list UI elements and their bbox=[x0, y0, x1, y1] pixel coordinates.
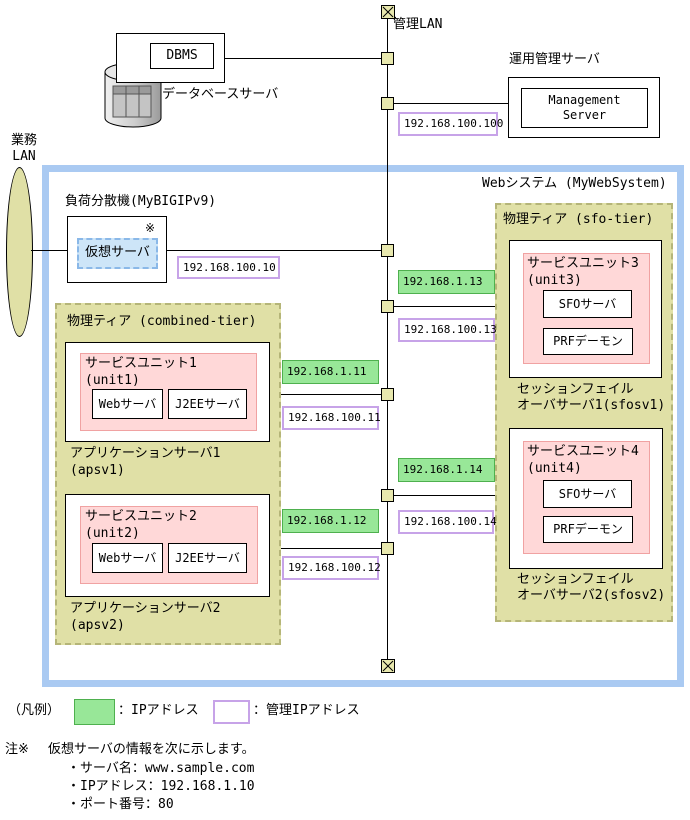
unit4-sfo-server-box: SFOサーバ bbox=[543, 480, 632, 508]
unit2-ip: 192.168.1.12 bbox=[282, 509, 379, 533]
unit3-title: サービスユニット3 bbox=[527, 256, 639, 271]
legend-admin-ip-swatch bbox=[213, 700, 250, 724]
unit3-admin-ip: 192.168.100.13 bbox=[398, 318, 497, 342]
unit3-sfo-server-box: SFOサーバ bbox=[543, 290, 632, 318]
dbms-box: DBMS bbox=[150, 43, 214, 69]
unit4-title: サービスユニット4 bbox=[527, 444, 639, 459]
unit1-ip: 192.168.1.11 bbox=[282, 360, 379, 384]
unit2-j2ee-server-box: J2EEサーバ bbox=[168, 543, 247, 573]
operation-admin-ip: 192.168.100.100 bbox=[398, 112, 503, 136]
lan-node-operation bbox=[381, 97, 394, 110]
note-item-port: ・ポート番号：80 bbox=[67, 797, 174, 812]
note-item-ip: ・IPアドレス：192.168.1.10 bbox=[67, 779, 255, 794]
web-system-title: Webシステム (MyWebSystem) bbox=[482, 176, 667, 191]
note-intro: 仮想サーバの情報を次に示します。 bbox=[48, 742, 255, 757]
sfosv1-label: セッションフェイル オーバサーバ1(sfosv1) bbox=[517, 382, 666, 414]
line-apsv2 bbox=[270, 548, 381, 549]
line-loadbalancer-lan bbox=[167, 250, 381, 251]
load-balancer-title: 負荷分散機(MyBIGIPv9) bbox=[65, 194, 217, 209]
unit2-id: (unit2) bbox=[85, 526, 140, 541]
lan-node-dbms bbox=[381, 52, 394, 65]
unit2-title: サービスユニット2 bbox=[85, 509, 197, 524]
lan-terminator-bottom-icon bbox=[381, 659, 395, 673]
unit4-admin-ip: 192.168.100.14 bbox=[398, 510, 497, 534]
unit4-ip: 192.168.1.14 bbox=[398, 458, 495, 482]
combined-tier-title: 物理ティア (combined-tier) bbox=[67, 314, 257, 329]
line-dbms bbox=[225, 58, 381, 59]
management-lan-line bbox=[387, 18, 388, 659]
line-sfosv2 bbox=[394, 495, 508, 496]
legend-title: （凡例） bbox=[8, 703, 61, 718]
web-system-frame bbox=[42, 165, 684, 687]
unit1-admin-ip: 192.168.100.11 bbox=[282, 406, 381, 430]
note-item-server-name: ・サーバ名：www.sample.com bbox=[67, 761, 255, 776]
unit1-title: サービスユニット1 bbox=[85, 356, 197, 371]
lan-terminator-top-icon bbox=[381, 5, 395, 19]
management-server-box: Management Server bbox=[521, 88, 648, 128]
legend-ip-label: ：IPアドレス bbox=[118, 703, 199, 718]
sfo-tier-title: 物理ティア (sfo-tier) bbox=[503, 212, 654, 227]
unit1-web-server-box: Webサーバ bbox=[92, 389, 163, 419]
apsv2-id: (apsv2) bbox=[70, 618, 125, 633]
unit2-admin-ip: 192.168.100.12 bbox=[282, 556, 381, 580]
apsv1-id: (apsv1) bbox=[70, 463, 125, 478]
unit1-id: (unit1) bbox=[85, 373, 140, 388]
legend-admin-ip-label: ：管理IPアドレス bbox=[253, 703, 360, 718]
lan-node-apsv2 bbox=[381, 542, 394, 555]
lan-node-apsv1 bbox=[381, 388, 394, 401]
operation-server-title: 運用管理サーバ bbox=[509, 52, 600, 67]
lan-node-loadbalancer bbox=[381, 244, 394, 257]
apsv1-label: アプリケーションサーバ1 bbox=[70, 446, 221, 461]
unit3-prf-daemon-box: PRFデーモン bbox=[543, 328, 633, 355]
line-sfosv1 bbox=[394, 306, 509, 307]
line-operation-server bbox=[394, 103, 508, 104]
note-prefix: 注※ bbox=[5, 742, 29, 757]
database-server-label: データベースサーバ bbox=[162, 87, 279, 102]
loadbalancer-admin-ip: 192.168.100.10 bbox=[177, 256, 280, 279]
virtual-server-box: 仮想サーバ bbox=[77, 238, 158, 269]
unit2-web-server-box: Webサーバ bbox=[92, 543, 163, 573]
lan-node-sfosv1 bbox=[381, 300, 394, 313]
business-lan-ellipse bbox=[6, 167, 33, 337]
apsv2-label: アプリケーションサーバ2 bbox=[70, 601, 221, 616]
sfosv2-label: セッションフェイル オーバサーバ2(sfosv2) bbox=[517, 572, 666, 604]
unit4-id: (unit4) bbox=[527, 461, 582, 476]
unit1-j2ee-server-box: J2EEサーバ bbox=[168, 389, 247, 419]
business-lan-label: 業務 LAN bbox=[10, 133, 37, 165]
line-businesslan-loadbalancer bbox=[31, 250, 67, 251]
lan-node-sfosv2 bbox=[381, 489, 394, 502]
legend-ip-swatch bbox=[74, 699, 115, 725]
unit3-id: (unit3) bbox=[527, 273, 582, 288]
line-apsv1 bbox=[270, 394, 381, 395]
unit4-prf-daemon-box: PRFデーモン bbox=[543, 516, 633, 543]
unit3-ip: 192.168.1.13 bbox=[398, 270, 495, 294]
management-lan-label: 管理LAN bbox=[393, 17, 443, 32]
virtual-server-note-mark: ※ bbox=[145, 221, 156, 235]
